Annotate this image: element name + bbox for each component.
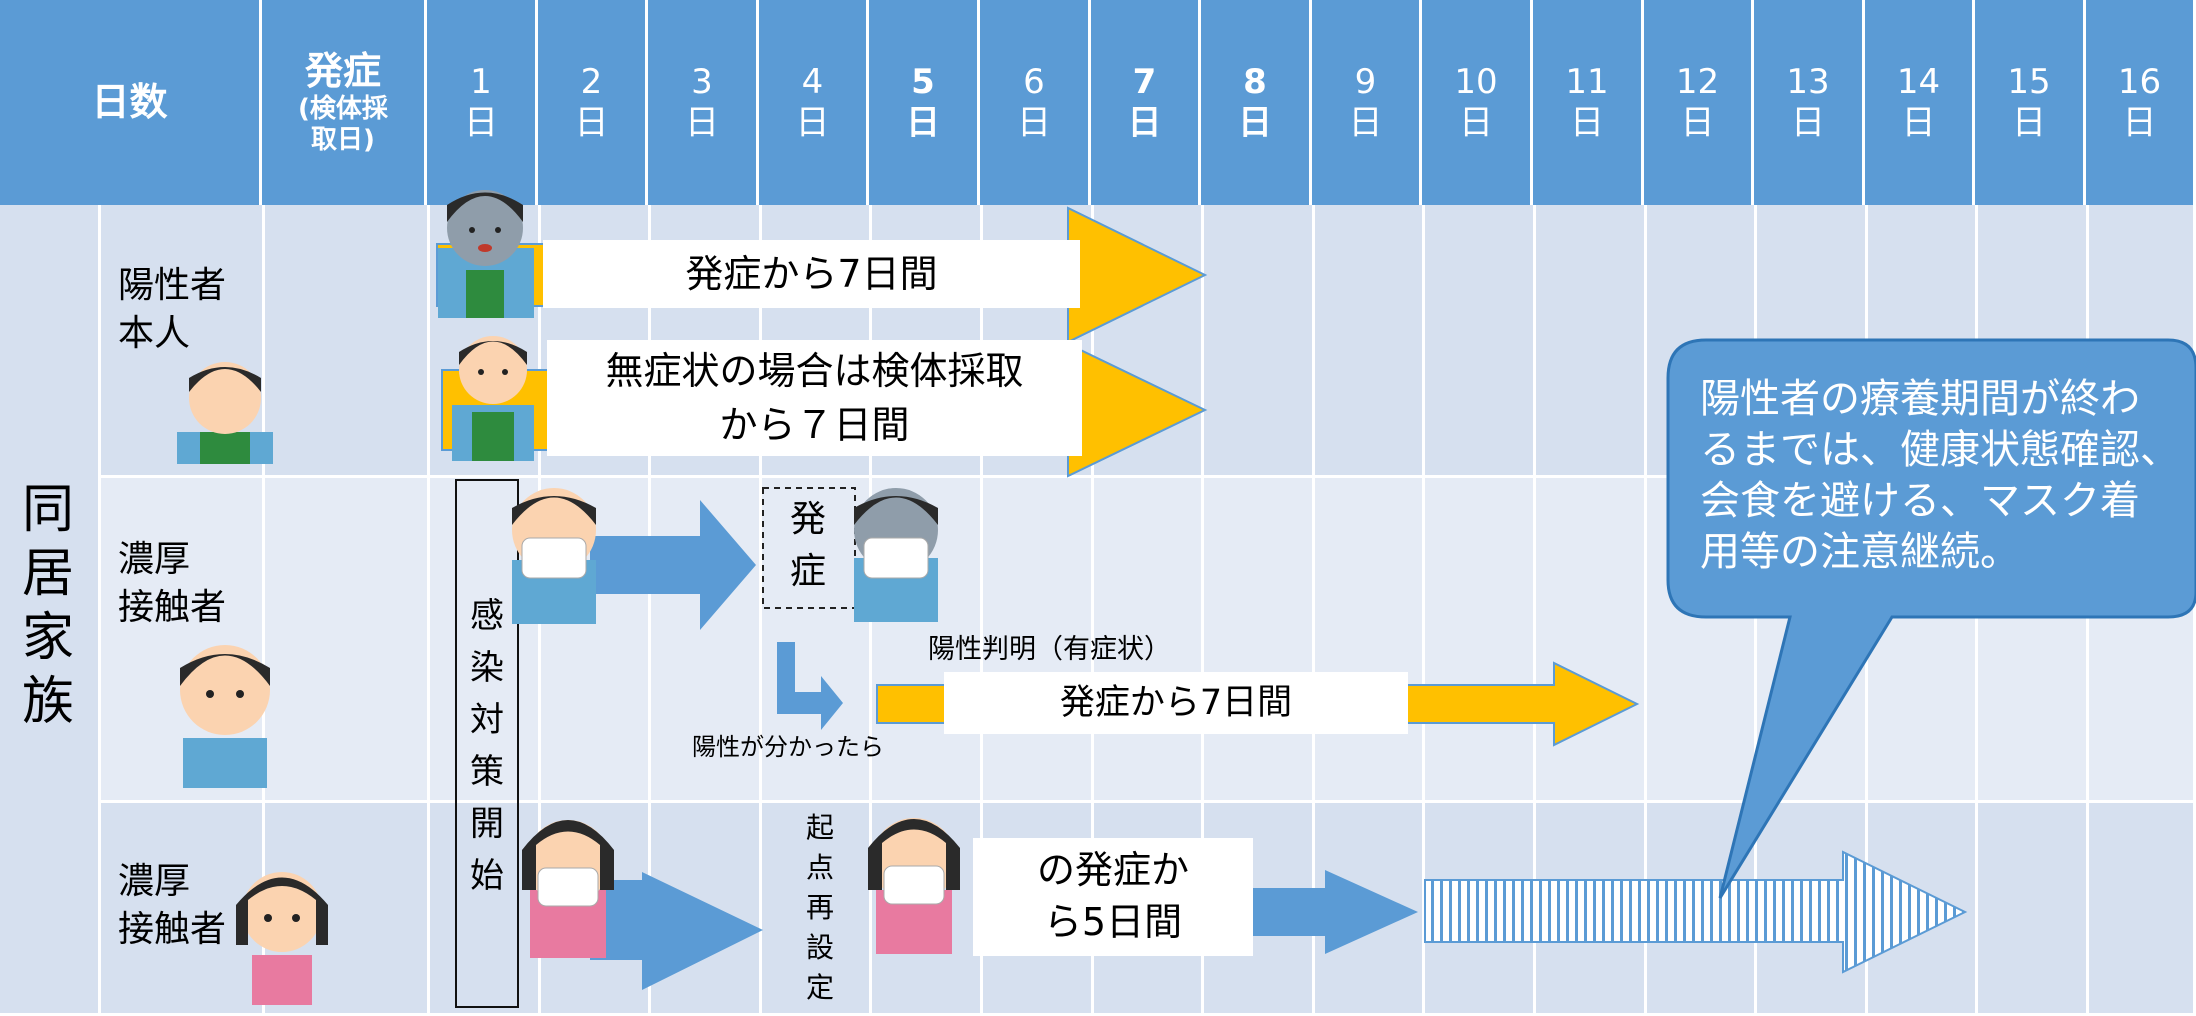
day-number: 11 (1565, 62, 1609, 103)
day-number: 1 (470, 62, 492, 103)
day-number: 14 (1896, 62, 1941, 103)
if-positive-arrow (777, 642, 843, 730)
day-number: 13 (1786, 62, 1830, 103)
family-label: 同 居 家 族 (22, 480, 75, 732)
masked-person-icon (854, 488, 938, 622)
day-number: 9 (1354, 62, 1377, 103)
positive-self-label: 陽性者 本人 (118, 265, 227, 354)
contact-a-arrow (590, 500, 756, 630)
day-unit: 日 (2122, 102, 2157, 143)
grid-line (1312, 205, 1315, 1016)
contact-b-arrow (590, 872, 763, 990)
day-number: 7 (1132, 62, 1157, 103)
grid-line (1644, 205, 1647, 1016)
restart-arrow (1250, 870, 1418, 954)
day-number: 6 (1023, 62, 1045, 103)
header-days-label: 日数 (91, 80, 168, 125)
masked-woman-icon (868, 818, 960, 954)
continued-caution-arrow (1424, 850, 1968, 974)
day-number: 8 (1243, 62, 1267, 103)
masked-woman-icon (522, 820, 614, 958)
day-unit: 日 (795, 102, 830, 143)
day-number: 12 (1675, 62, 1720, 103)
header-days-cell: 日数 (0, 0, 262, 205)
if-positive-label: 陽性が分かったら (692, 733, 884, 761)
day-number: 16 (2117, 62, 2162, 103)
day-unit: 日 (1570, 102, 1604, 143)
day-unit: 日 (1348, 102, 1383, 143)
day-unit: 日 (574, 102, 609, 143)
day-number: 2 (580, 62, 603, 103)
day-unit: 日 (906, 102, 940, 143)
callout-text: 陽性者の療養期間が終わ るまでは、健康状態確認、 会食を避ける、マスク着 用等の… (1700, 376, 2180, 575)
woman-icon (236, 872, 328, 1005)
header-onset-sub2: 取日) (311, 124, 375, 155)
grid-line (980, 205, 983, 1016)
onset-dashed-box (762, 487, 856, 609)
grid-line (262, 205, 265, 1016)
day-unit: 日 (1901, 102, 1936, 143)
grid-line (1091, 205, 1094, 1016)
day-number: 15 (2007, 62, 2051, 103)
callout-bubble (1666, 338, 2196, 899)
reset-start-point-label: 起 点 再 設 定 (806, 811, 835, 1004)
day-number: 10 (1454, 62, 1498, 103)
restart-label-box: の発症か ら5日間 (973, 838, 1253, 956)
day-unit: 日 (1238, 102, 1272, 143)
asymptomatic-label-box: 無症状の場合は検体採取 から７日間 (547, 340, 1082, 456)
grid-line (1201, 205, 1204, 1016)
day-number: 4 (801, 62, 824, 103)
day-unit: 日 (685, 102, 719, 143)
day-unit: 日 (1127, 102, 1162, 143)
grid-line (648, 205, 651, 1016)
family-label-cell (0, 205, 101, 1016)
infection-control-label: 感 染 対 策 開 始 (470, 596, 504, 896)
day-unit: 日 (1680, 102, 1715, 143)
day-number: 3 (691, 62, 713, 103)
found-positive-label: 陽性判明（有症状） (928, 634, 1171, 665)
day-unit: 日 (1459, 102, 1493, 143)
grid-line (427, 205, 430, 1016)
day-unit: 日 (1791, 102, 1825, 143)
contact-a-label: 濃厚 接触者 (118, 539, 227, 628)
sick-person-icon (438, 190, 534, 318)
grid-line (1533, 205, 1536, 1016)
person-icon (180, 645, 270, 788)
person-icon (177, 362, 273, 464)
day-unit: 日 (464, 102, 498, 143)
onset-label: 発 症 (790, 499, 827, 592)
contact-b-label: 濃厚 接触者 (118, 861, 227, 950)
infection-control-box (455, 479, 519, 1008)
grid-line (759, 205, 762, 1016)
day-unit: 日 (2012, 102, 2046, 143)
person-icon (452, 336, 534, 461)
day-number: 5 (911, 62, 935, 103)
masked-person-icon (512, 488, 596, 624)
grid-line (1422, 205, 1425, 1016)
symptomatic-label-box: 発症から7日間 (543, 240, 1080, 308)
contact-onset-label-box: 発症から7日間 (944, 672, 1408, 734)
day-unit: 日 (1017, 102, 1051, 143)
header-onset-sub1: (検体採 (298, 94, 388, 125)
header-onset-cell: 発症 (検体採 取日) (262, 0, 427, 205)
header-onset-label: 発症 (304, 49, 381, 94)
